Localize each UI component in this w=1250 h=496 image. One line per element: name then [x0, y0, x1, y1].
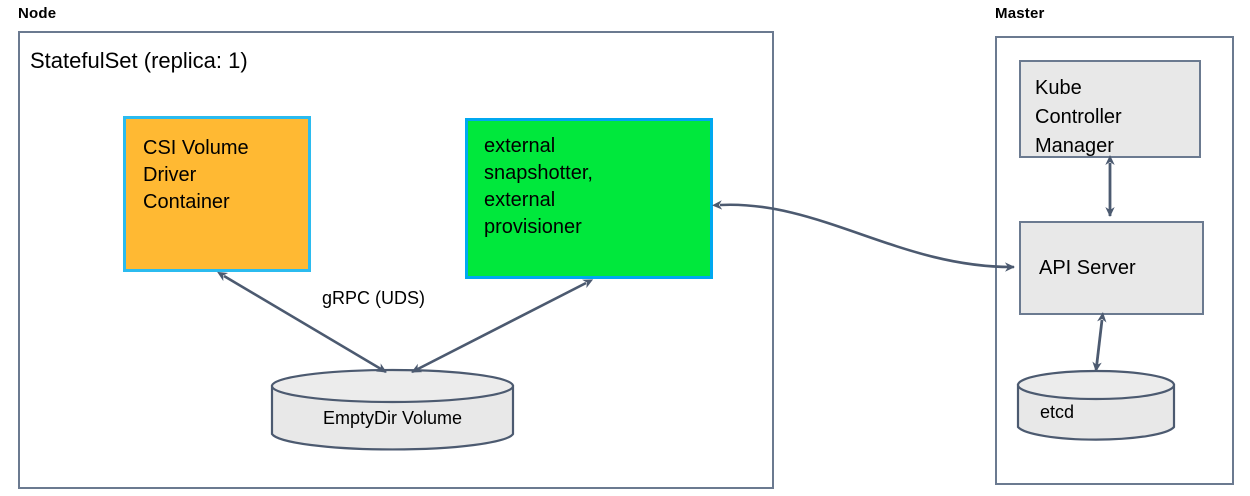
etcd-cylinder[interactable]: etcd [1016, 369, 1176, 443]
csi-volume-driver-container-box[interactable]: CSI Volume Driver Container [123, 116, 311, 272]
etcd-shape [1016, 369, 1176, 441]
api-server-box[interactable]: API Server [1019, 221, 1204, 315]
emptydir-volume-shape [270, 368, 515, 451]
csi-volume-driver-container-label: CSI Volume Driver Container [143, 137, 249, 213]
kube-controller-manager-box[interactable]: Kube Controller Manager [1019, 60, 1201, 158]
statefulset-title: StatefulSet (replica: 1) [30, 48, 248, 73]
external-snapshotter-provisioner-label: external snapshotter, external provision… [484, 135, 593, 238]
node-group-label: Node [18, 5, 57, 22]
kube-controller-manager-label: Kube Controller Manager [1035, 77, 1122, 157]
grpc-uds-edge-label: gRPC (UDS) [322, 288, 426, 308]
api-server-label: API Server [1039, 256, 1136, 279]
emptydir-volume-cylinder[interactable]: EmptyDir Volume [270, 368, 515, 452]
external-snapshotter-provisioner-box[interactable]: external snapshotter, external provision… [465, 118, 713, 279]
master-group-label: Master [995, 5, 1045, 22]
